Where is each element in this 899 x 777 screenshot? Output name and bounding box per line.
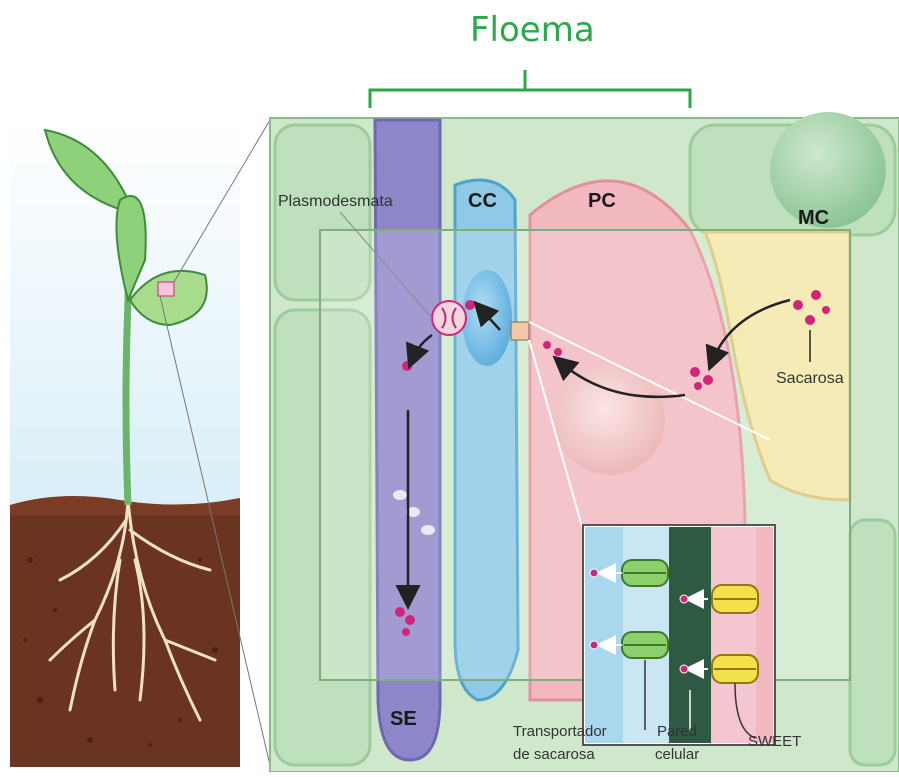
label-transportador-2: de sacarosa	[513, 746, 595, 763]
label-transportador-1: Transportador	[513, 723, 607, 740]
label-sweet: SWEET	[748, 733, 801, 750]
floema-bracket	[370, 70, 690, 108]
zoom-marker	[158, 282, 174, 296]
soil	[10, 505, 240, 767]
transporter-marker	[511, 322, 529, 340]
plant-panel	[10, 120, 270, 767]
label-se: SE	[390, 708, 417, 731]
label-mc: MC	[798, 207, 829, 230]
inset-cc	[585, 527, 623, 743]
diagram-title: Floema	[470, 10, 595, 50]
label-plasmodesmata: Plasmodesmata	[278, 193, 393, 211]
inset-pc-membrane	[711, 527, 756, 743]
label-cc: CC	[468, 190, 497, 213]
label-pared-1: Pared	[657, 723, 697, 740]
inset-pc	[756, 527, 773, 743]
label-pared-2: celular	[655, 746, 699, 763]
membrane-inset	[583, 525, 775, 745]
label-pc: PC	[588, 190, 616, 213]
label-sacarosa: Sacarosa	[776, 370, 844, 388]
plasmodesmata-marker	[432, 301, 466, 335]
